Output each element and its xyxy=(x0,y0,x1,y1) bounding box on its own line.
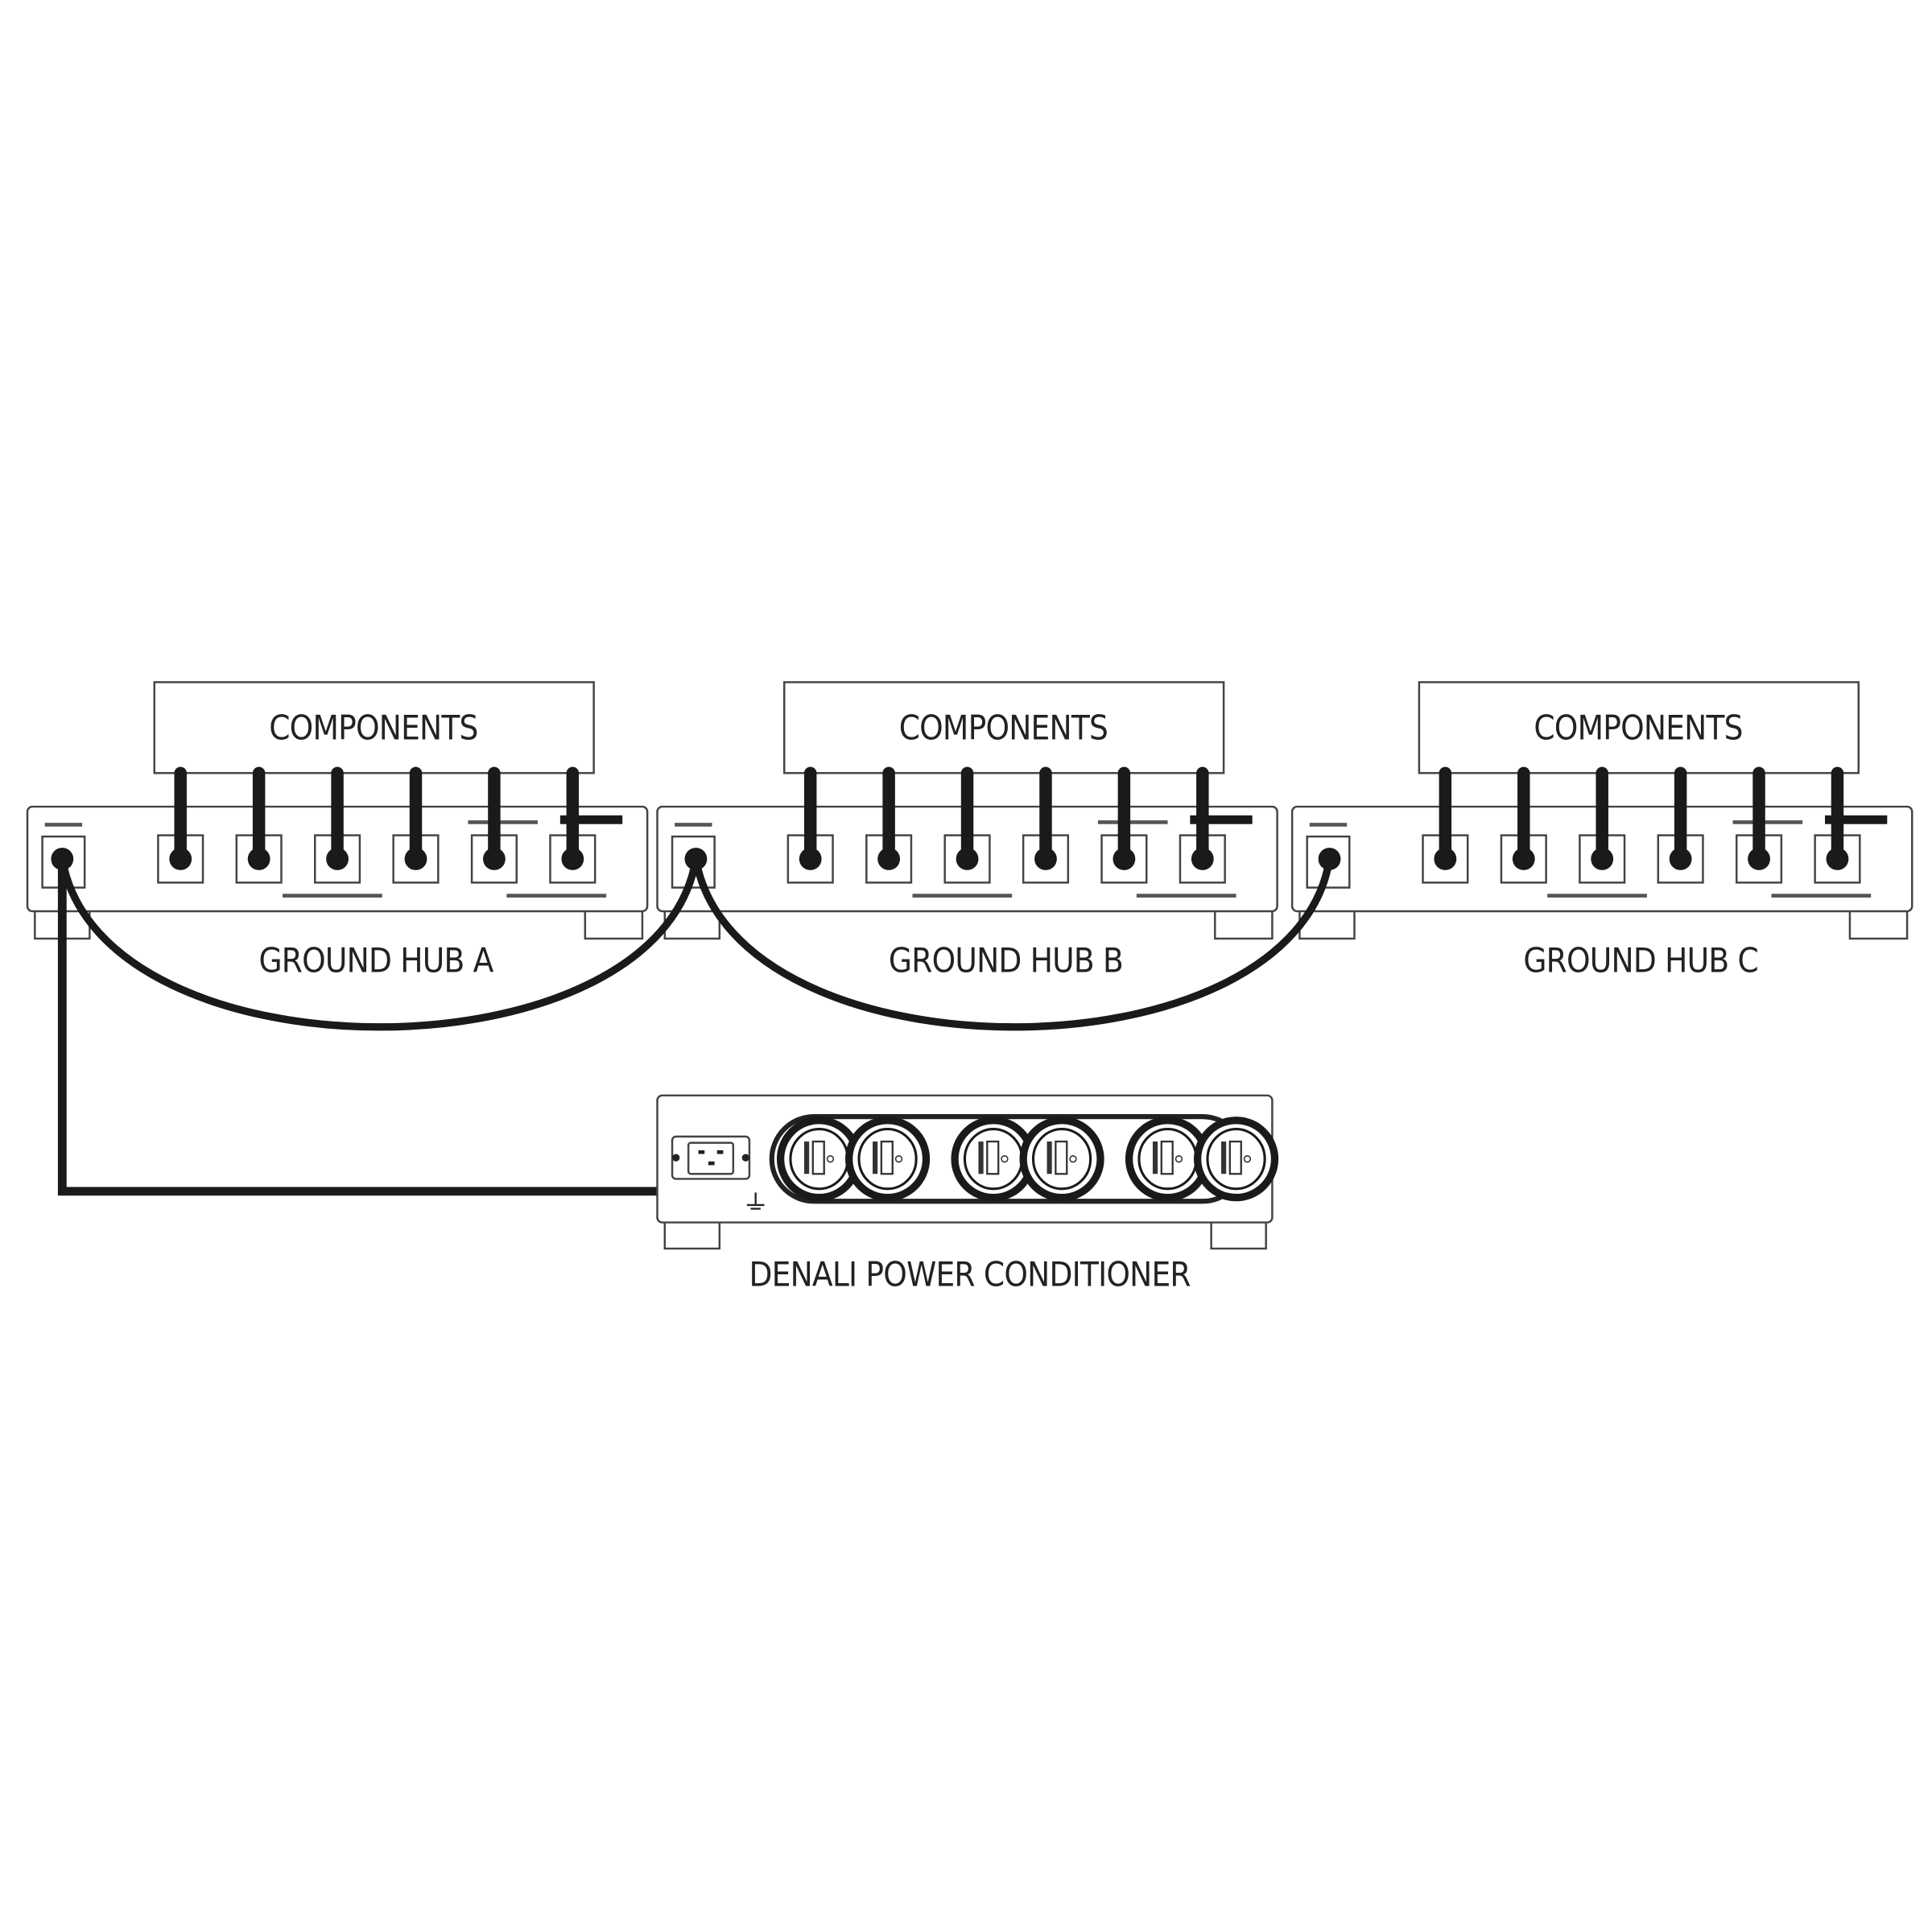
hub-brand-mark xyxy=(1309,823,1348,827)
ground-hub-b: COMPONENTS GROUND HUB B xyxy=(656,681,1278,980)
denali-power-conditioner: DENALI POWER CONDITIONER xyxy=(656,1094,1279,1294)
ground-hub-a: COMPONENTS GROUND HUB A xyxy=(26,681,649,980)
hub-brand-mark xyxy=(44,823,83,827)
conditioner-foot-right xyxy=(1210,1219,1267,1250)
hub-b-to-c-cable xyxy=(691,855,1334,1031)
hub-foot-right xyxy=(1848,907,1909,940)
hub-label: GROUND HUB C xyxy=(1523,941,1758,980)
ground-plug xyxy=(1318,848,1341,870)
hub-brand-mark xyxy=(675,823,712,827)
hub-caption-mark xyxy=(283,894,382,898)
components-box xyxy=(782,681,1225,774)
hub-caption-mark xyxy=(1547,894,1647,898)
hub-a-to-b-cable xyxy=(58,855,700,1031)
hub-caption-mark xyxy=(1136,894,1236,898)
hub-foot-right xyxy=(1214,907,1274,940)
components-label: COMPONENTS xyxy=(1534,708,1742,748)
components-box xyxy=(1418,681,1860,774)
hub-caption-mark xyxy=(506,894,607,898)
ground-plug xyxy=(51,848,74,870)
hub-model-mark xyxy=(1097,820,1168,824)
hub-switch-mark xyxy=(1825,815,1888,824)
hub-label: GROUND HUB A xyxy=(258,941,493,980)
duplex-outlet xyxy=(776,1117,931,1202)
hub-foot-right xyxy=(584,907,644,940)
hub-caption-mark xyxy=(912,894,1013,898)
ground-plug xyxy=(684,848,708,870)
conditioner-foot-left xyxy=(663,1219,721,1250)
conditioner-label: DENALI POWER CONDITIONER xyxy=(749,1254,1191,1294)
duplex-outlet xyxy=(951,1117,1104,1202)
ground-terminal-icon xyxy=(746,1192,765,1210)
hub-switch-mark xyxy=(1190,815,1253,824)
hub-a-to-conditioner-cable xyxy=(57,854,758,1196)
components-box xyxy=(153,681,595,774)
components-label: COMPONENTS xyxy=(269,708,477,748)
ground-hub-c: COMPONENTS GROUND HUB C xyxy=(1290,681,1913,980)
hub-switch-mark xyxy=(559,815,623,824)
hub-model-mark xyxy=(1732,820,1803,824)
components-label: COMPONENTS xyxy=(899,708,1108,748)
iec-power-inlet xyxy=(671,1135,751,1180)
hub-label: GROUND HUB B xyxy=(889,941,1123,980)
hub-model-mark xyxy=(468,820,539,824)
hub-caption-mark xyxy=(1771,894,1872,898)
duplex-outlet xyxy=(1125,1117,1279,1202)
